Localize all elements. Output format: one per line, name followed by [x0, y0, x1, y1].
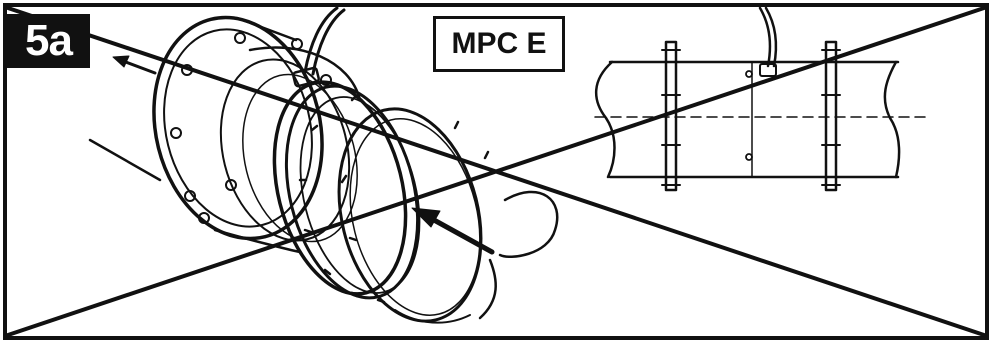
- pipe-mounting-schematic: [594, 6, 931, 192]
- model-label-box: MPC E: [433, 16, 565, 72]
- step-number-badge: 5a: [7, 14, 90, 68]
- panel-border: [3, 3, 989, 340]
- large-x-cross: [5, 5, 987, 338]
